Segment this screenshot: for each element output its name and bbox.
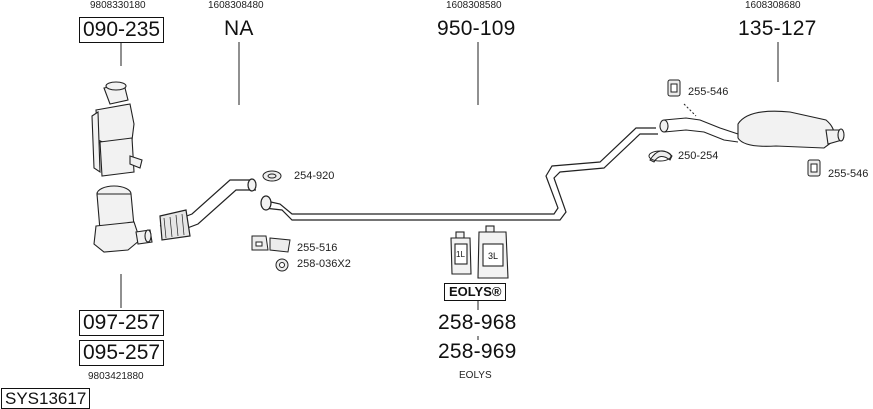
additive-container-small bbox=[450, 231, 472, 275]
part-number-cat-bottom-2[interactable]: 095-257 bbox=[79, 340, 165, 366]
oem-number-cat-bottom: 9803421880 bbox=[88, 371, 144, 382]
fitting-label-250-254[interactable]: 250-254 bbox=[678, 150, 719, 162]
particulate-filter bbox=[93, 185, 153, 253]
part-number-rear[interactable]: 135-127 bbox=[738, 17, 817, 40]
additive-container-large bbox=[477, 225, 509, 279]
oem-number-middle: 1608308580 bbox=[446, 0, 502, 11]
fitting-label-254-920[interactable]: 254-920 bbox=[294, 170, 335, 182]
container-label-large: 3L bbox=[488, 251, 499, 261]
part-number-additive-2[interactable]: 258-969 bbox=[438, 340, 517, 363]
front-pipe bbox=[159, 178, 257, 241]
oem-number-front-pipe: 1608308480 bbox=[208, 0, 264, 11]
fitting-254-920 bbox=[262, 170, 282, 182]
part-number-cat-bottom-1[interactable]: 097-257 bbox=[79, 310, 165, 336]
fitting-label-255-546-top[interactable]: 255-546 bbox=[688, 86, 729, 98]
fitting-258-036 bbox=[275, 258, 289, 272]
oem-number-cat-top: 9808330180 bbox=[90, 0, 146, 11]
oem-number-rear: 1608308680 bbox=[745, 0, 801, 11]
fitting-label-258-036[interactable]: 258-036X2 bbox=[297, 258, 351, 270]
fitting-255-546-bottom bbox=[807, 159, 821, 177]
eolys-caption: EOLYS bbox=[459, 370, 492, 381]
part-number-middle[interactable]: 950-109 bbox=[437, 17, 516, 40]
middle-pipe bbox=[260, 127, 658, 221]
fitting-250-254 bbox=[648, 150, 673, 163]
part-number-cat-top[interactable]: 090-235 bbox=[79, 17, 165, 43]
catalytic-converter-upper bbox=[91, 81, 143, 177]
part-number-additive-1[interactable]: 258-968 bbox=[438, 311, 517, 334]
fitting-255-516 bbox=[251, 235, 291, 253]
fitting-255-546-top bbox=[667, 79, 697, 117]
leader-lines bbox=[120, 42, 779, 340]
fitting-label-255-516[interactable]: 255-516 bbox=[297, 242, 338, 254]
container-label-small: 1L bbox=[456, 250, 465, 259]
system-id: SYS13617 bbox=[1, 388, 91, 409]
part-number-front-pipe[interactable]: NA bbox=[224, 17, 254, 40]
rear-silencer bbox=[659, 110, 845, 149]
eolys-logo: EOLYS® bbox=[444, 283, 507, 301]
fitting-label-255-546-bottom[interactable]: 255-546 bbox=[828, 168, 869, 180]
